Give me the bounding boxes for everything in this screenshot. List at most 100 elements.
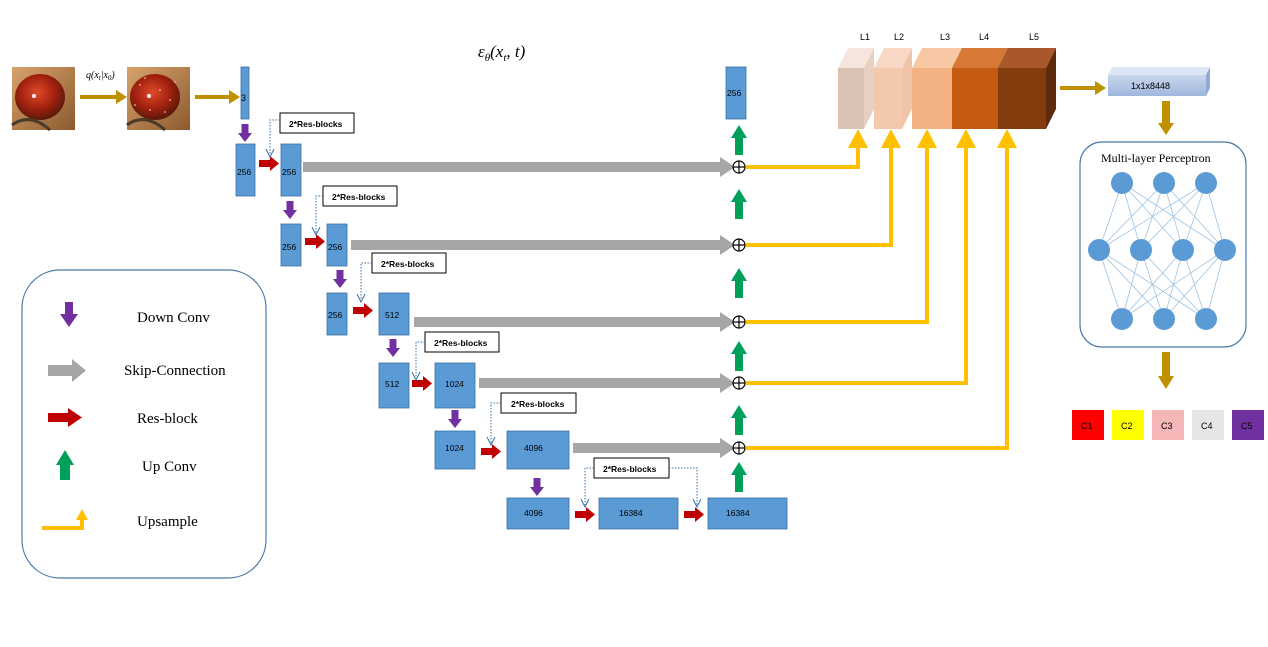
res-blocks-pointer-4 xyxy=(411,341,425,382)
layer-label-l5: L5 xyxy=(1029,32,1039,42)
bottleneck-res-label: 16384 xyxy=(619,508,643,518)
legend-label-upsample: Upsample xyxy=(137,514,198,530)
feature-cube-l5 xyxy=(998,48,1056,129)
stage4-down-block xyxy=(378,362,410,409)
svg-text:C3: C3 xyxy=(1161,421,1173,431)
title-epsilon: ε xyxy=(478,42,485,61)
res-block-arrow xyxy=(575,507,595,522)
stage1-down-block xyxy=(235,143,256,197)
feature-cube-l2 xyxy=(874,48,912,129)
class-c3: C3 xyxy=(1152,410,1184,440)
layer-label-l3: L3 xyxy=(940,32,950,42)
stage2-down-label: 256 xyxy=(282,242,296,252)
legend-panel xyxy=(21,269,267,579)
down-conv-arrow xyxy=(386,339,400,357)
stage3-down-label: 256 xyxy=(328,310,342,320)
layer-label-l2: L2 xyxy=(894,32,904,42)
res-block-arrow xyxy=(481,444,501,459)
mlp-nodes xyxy=(1088,172,1236,330)
stage2-res-label: 256 xyxy=(328,242,342,252)
bottleneck-out-label: 16384 xyxy=(726,508,750,518)
upsample-lines xyxy=(746,145,1009,450)
stage2-res-block xyxy=(326,223,348,267)
res-blocks-pointer-5 xyxy=(486,402,501,447)
mlp-node xyxy=(1111,172,1133,194)
class-c2: C2 xyxy=(1112,410,1144,440)
res-blocks-label-4: 2*Res-blocks xyxy=(434,338,488,348)
stage4-res-label: 1024 xyxy=(445,379,464,389)
res-blocks-label-2: 2*Res-blocks xyxy=(332,192,386,202)
mlp-node xyxy=(1130,239,1152,261)
title-tail: , t) xyxy=(506,42,525,61)
stage5-res-label: 4096 xyxy=(524,443,543,453)
down-conv-arrow xyxy=(333,270,347,288)
mlp-node xyxy=(1214,239,1236,261)
stage2-down-block xyxy=(280,223,302,267)
stage4-down-label: 512 xyxy=(385,379,399,389)
title-args: (x xyxy=(490,42,504,61)
res-blocks-label-1: 2*Res-blocks xyxy=(289,119,343,129)
mlp-node xyxy=(1088,239,1110,261)
mlp-node xyxy=(1153,172,1175,194)
res-blocks-label-6: 2*Res-blocks xyxy=(603,464,657,474)
down-conv-arrow-icon xyxy=(60,302,78,327)
svg-text:C1: C1 xyxy=(1081,421,1093,431)
legend-label-down-conv: Down Conv xyxy=(137,310,210,326)
sum-node-icon xyxy=(732,160,746,174)
up-conv-arrow-icon xyxy=(56,450,74,480)
stage5-down-label: 1024 xyxy=(445,443,464,453)
legend-label-skip-connection: Skip-Connection xyxy=(124,363,226,379)
forward-label: q(xt|x0) xyxy=(86,70,115,82)
down-conv-arrow xyxy=(238,124,252,142)
layer-label-l1: L1 xyxy=(860,32,870,42)
title-t-sub: t xyxy=(503,52,507,64)
input-arrow xyxy=(195,90,240,104)
vector-to-mlp-arrow xyxy=(1158,101,1174,135)
res-block-arrow xyxy=(412,376,432,391)
svg-text:C4: C4 xyxy=(1201,421,1213,431)
clean-image xyxy=(11,67,75,132)
concat-arrow xyxy=(1060,81,1106,95)
res-blocks-label-5: 2*Res-blocks xyxy=(511,399,565,409)
sum-node-icon xyxy=(732,441,746,455)
stage5-res-block xyxy=(506,430,570,470)
svg-text:C5: C5 xyxy=(1241,421,1253,431)
class-c4: C4 xyxy=(1192,410,1224,440)
mlp-node xyxy=(1153,308,1175,330)
mlp-node xyxy=(1195,308,1217,330)
res-block-arrow-icon xyxy=(48,408,82,427)
layer-label-l4: L4 xyxy=(979,32,989,42)
stage3-down-block xyxy=(326,292,348,336)
feature-vector xyxy=(1108,67,1210,96)
stage3-res-block xyxy=(378,292,410,336)
down-conv-arrow xyxy=(283,201,297,219)
stage5-down-block xyxy=(434,430,476,470)
res-blocks-pointer-1 xyxy=(265,119,280,159)
decoder-output-block xyxy=(725,66,747,120)
legend-label-up-conv: Up Conv xyxy=(142,459,197,475)
up-conv-arrows xyxy=(731,125,747,492)
down-conv-arrow xyxy=(448,410,462,428)
skip-connection-arrow-icon xyxy=(48,359,86,382)
sum-nodes xyxy=(732,160,746,455)
legend-label-res-block: Res-block xyxy=(137,411,198,427)
class-c5: C5 xyxy=(1232,410,1264,440)
mlp-title: Multi-layer Perceptron xyxy=(1101,151,1211,165)
class-c1: C1 xyxy=(1072,410,1104,440)
mlp-edges xyxy=(1098,182,1226,320)
mlp-node xyxy=(1111,308,1133,330)
res-blocks-pointer-3 xyxy=(356,262,372,304)
sum-node-icon xyxy=(732,315,746,329)
bottleneck-down-block xyxy=(506,497,570,530)
upsample-arrowheads xyxy=(848,129,1017,148)
decoder-output-label: 256 xyxy=(727,88,741,98)
res-block-arrow xyxy=(353,303,373,318)
stage1-res-label: 256 xyxy=(282,167,296,177)
forward-arrow xyxy=(80,90,127,104)
model-title: εθ(xt, t) xyxy=(478,42,526,64)
bottleneck-res-block xyxy=(598,497,679,530)
stage3-res-label: 512 xyxy=(385,310,399,320)
res-blocks-pointer-6 xyxy=(580,467,702,509)
res-blocks-box-1 xyxy=(279,112,355,134)
